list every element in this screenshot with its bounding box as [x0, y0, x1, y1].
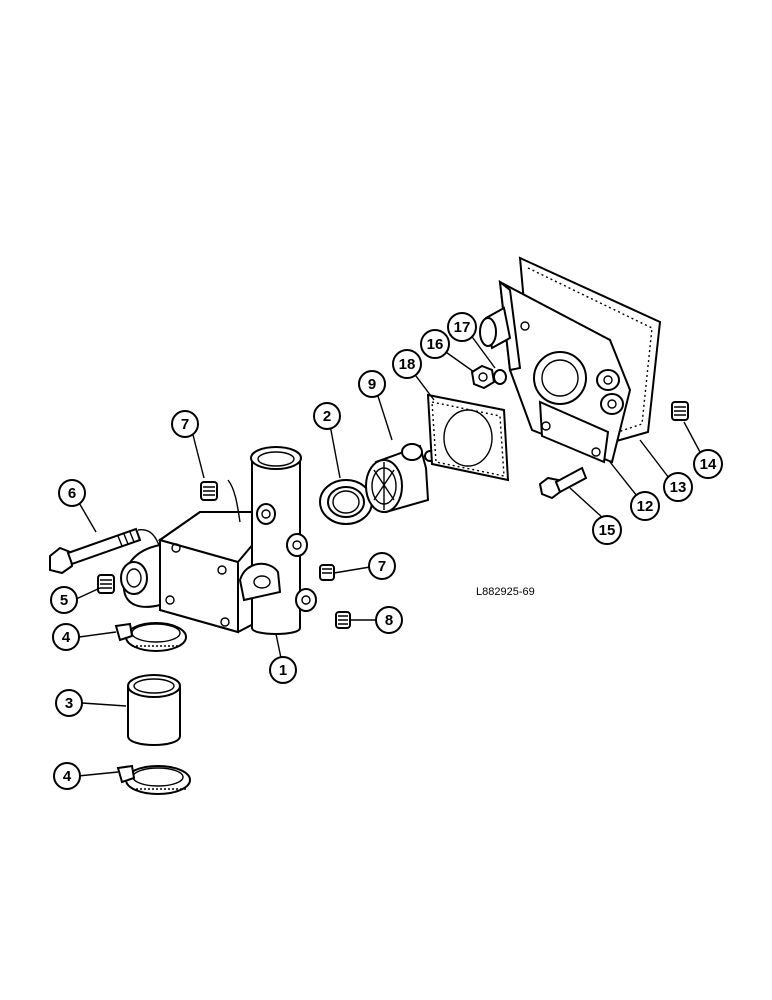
callout-2: 2 [313, 402, 341, 430]
callout-9-label: 9 [368, 376, 376, 393]
callout-17: 17 [447, 312, 477, 342]
part-4-clamp-upper [114, 622, 187, 652]
callout-7-right: 7 [368, 552, 396, 580]
callout-3-label: 3 [65, 695, 73, 712]
callout-18: 18 [392, 349, 422, 379]
part-4-clamp-lower [116, 764, 191, 795]
callout-3: 3 [55, 689, 83, 717]
part-9-thermostat [365, 443, 436, 514]
part-16-fitting [470, 364, 496, 390]
callout-5: 5 [50, 586, 78, 614]
callout-4-lower-label: 4 [63, 768, 72, 785]
callout-15: 15 [592, 515, 622, 545]
part-1-housing [120, 446, 317, 635]
callout-18-label: 18 [399, 356, 416, 373]
callout-1: 1 [269, 656, 297, 684]
callout-4-upper: 4 [52, 623, 80, 651]
reference-code: L882925-69 [476, 586, 535, 598]
part-6-bolt [49, 527, 161, 575]
part-17-oring [493, 369, 507, 385]
part-14-plug [671, 401, 689, 421]
callout-17-label: 17 [454, 319, 471, 336]
callout-7-top: 7 [171, 410, 199, 438]
callout-13-label: 13 [670, 479, 687, 496]
part-5-plug [97, 574, 115, 594]
callout-4-lower: 4 [53, 762, 81, 790]
callout-7-right-label: 7 [378, 558, 386, 575]
callout-6-label: 6 [68, 485, 76, 502]
part-2-seal [319, 479, 373, 525]
callout-14: 14 [693, 449, 723, 479]
callout-12: 12 [630, 491, 660, 521]
callout-14-label: 14 [700, 456, 717, 473]
callout-16-label: 16 [427, 336, 444, 353]
callout-5-label: 5 [60, 592, 68, 609]
callout-1-label: 1 [279, 662, 287, 679]
callout-2-label: 2 [323, 408, 331, 425]
part-8-plug [335, 611, 351, 629]
callout-16: 16 [420, 329, 450, 359]
part-15-bolt [538, 466, 588, 500]
part-7-plug-right [319, 564, 335, 581]
callout-12-label: 12 [637, 498, 654, 515]
callout-8: 8 [375, 606, 403, 634]
callout-4-upper-label: 4 [62, 629, 71, 646]
callout-8-label: 8 [385, 612, 393, 629]
callout-6: 6 [58, 479, 86, 507]
callout-7-top-label: 7 [181, 416, 189, 433]
callout-13: 13 [663, 472, 693, 502]
callout-9: 9 [358, 370, 386, 398]
part-18-gasket [426, 393, 510, 482]
part-3-hose [127, 674, 181, 746]
callout-15-label: 15 [599, 522, 616, 539]
part-7-plug-top [200, 481, 218, 501]
part-12-cover [479, 279, 632, 464]
leader-lines [73, 333, 701, 777]
